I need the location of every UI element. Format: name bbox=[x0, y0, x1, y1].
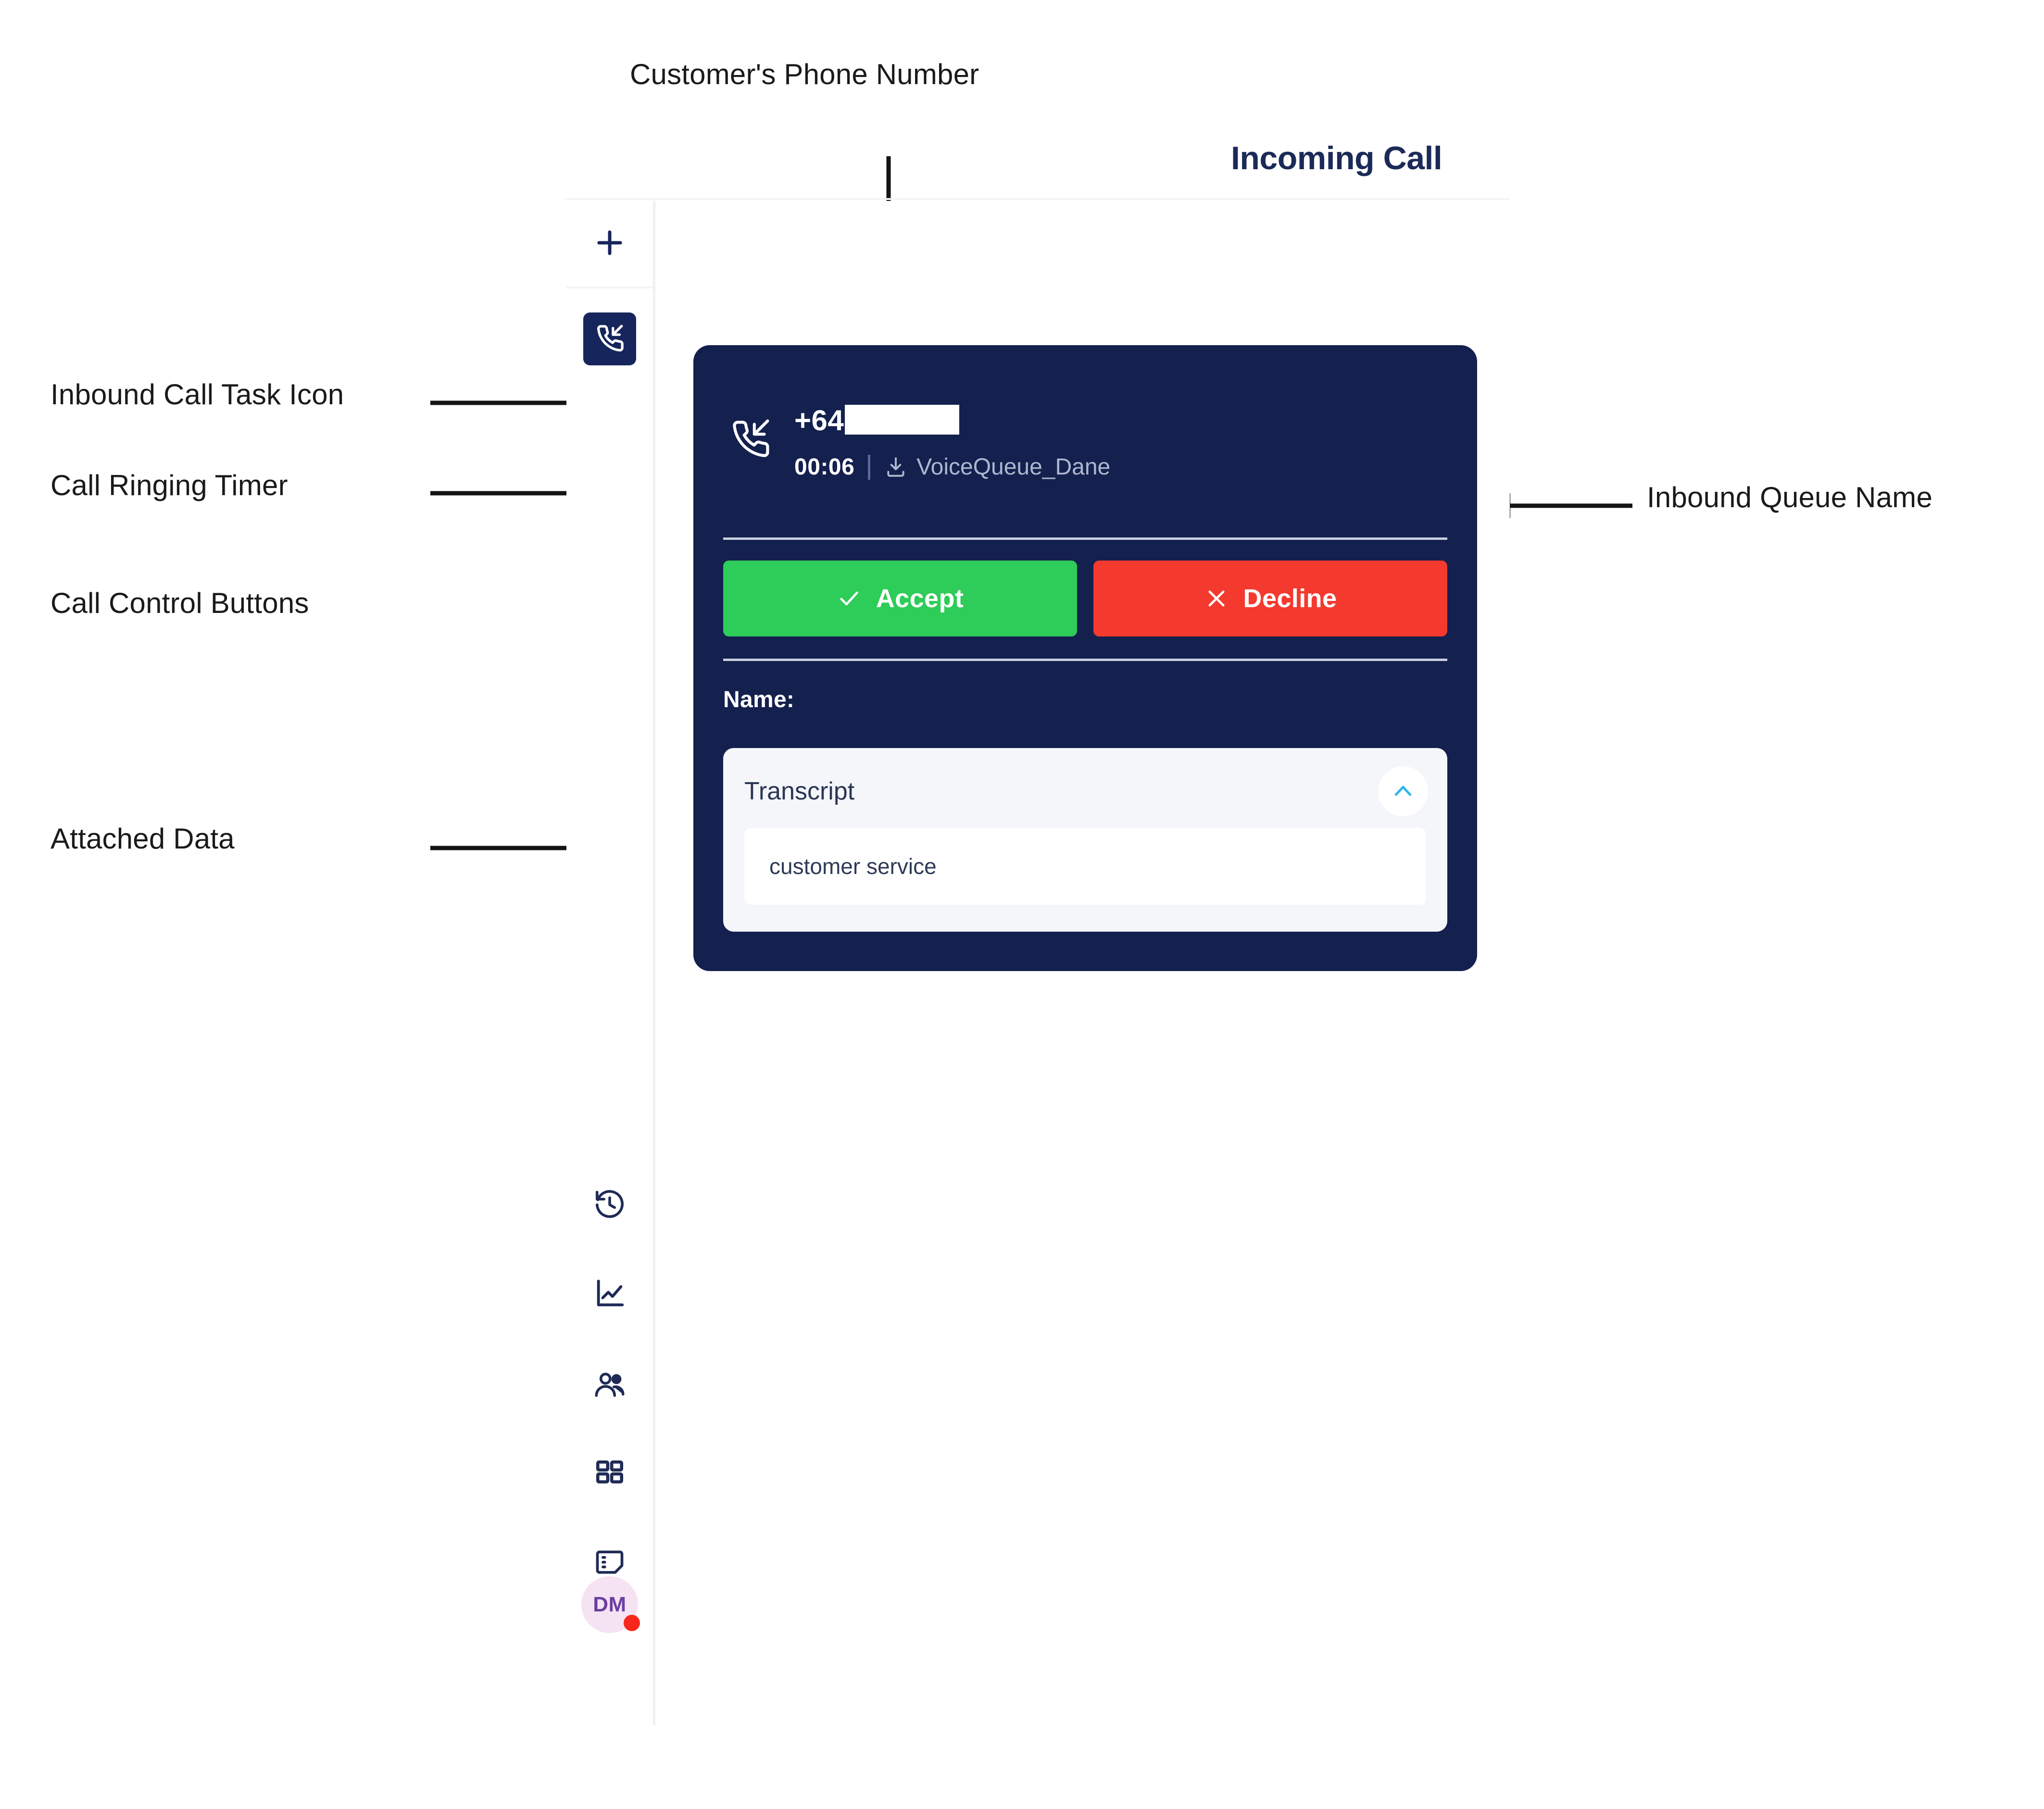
add-task-button[interactable] bbox=[566, 201, 653, 288]
status-badge bbox=[624, 1615, 640, 1631]
annotation-attached-data: Attached Data bbox=[50, 823, 235, 855]
annotation-call-ringing-timer: Call Ringing Timer bbox=[50, 469, 288, 501]
avatar-initials: DM bbox=[593, 1593, 627, 1616]
transcript-title: Transcript bbox=[744, 777, 855, 805]
accept-button-label: Accept bbox=[876, 584, 964, 613]
call-meta-row: 00:06 VoiceQueue_Dane bbox=[794, 454, 1110, 480]
inbound-call-icon bbox=[594, 322, 626, 356]
accept-button[interactable]: Accept bbox=[723, 561, 1077, 636]
attached-name-label: Name: bbox=[723, 687, 795, 712]
decline-button-label: Decline bbox=[1243, 584, 1337, 613]
annotation-arrow-left-queue-name bbox=[1488, 493, 1632, 518]
decline-button[interactable]: Decline bbox=[1093, 561, 1447, 636]
sidebar-item-history[interactable] bbox=[566, 1177, 653, 1235]
inbound-call-icon bbox=[728, 416, 772, 461]
sidebar-task-inbound-call[interactable] bbox=[566, 303, 653, 375]
card-divider-bottom bbox=[723, 659, 1447, 661]
phone-number-redaction bbox=[845, 404, 960, 435]
sidebar-item-analytics[interactable] bbox=[566, 1266, 653, 1323]
download-queue-icon bbox=[884, 455, 908, 479]
user-avatar-button[interactable]: DM bbox=[566, 1566, 653, 1643]
sidebar: DM bbox=[566, 201, 655, 1725]
page-title: Incoming Call bbox=[1231, 140, 1442, 176]
task-chip bbox=[583, 312, 636, 365]
sidebar-item-notes[interactable] bbox=[566, 1535, 653, 1593]
history-icon bbox=[593, 1188, 627, 1224]
apps-grid-icon bbox=[594, 1458, 626, 1492]
annotation-customers-phone-number: Customer's Phone Number bbox=[630, 58, 979, 90]
customer-phone-number: +64 bbox=[794, 404, 960, 437]
close-x-icon bbox=[1204, 586, 1229, 611]
check-icon bbox=[837, 586, 862, 611]
sidebar-item-apps[interactable] bbox=[566, 1446, 653, 1504]
transcript-value: customer service bbox=[769, 854, 937, 879]
inbound-queue-name: VoiceQueue_Dane bbox=[916, 454, 1111, 480]
transcript-value-row: customer service bbox=[744, 828, 1426, 905]
call-ringing-timer: 00:06 bbox=[794, 454, 855, 480]
meta-separator bbox=[868, 454, 871, 480]
analytics-chart-icon bbox=[593, 1277, 627, 1313]
notes-icon bbox=[593, 1547, 626, 1582]
card-divider-top bbox=[723, 537, 1447, 540]
attached-data-panel: Transcript customer service bbox=[723, 748, 1447, 932]
chevron-up-icon bbox=[1390, 778, 1416, 805]
phone-number-text: +64 bbox=[794, 404, 844, 437]
annotation-call-control-buttons: Call Control Buttons bbox=[50, 587, 309, 619]
sidebar-item-contacts[interactable] bbox=[566, 1357, 653, 1415]
header-divider bbox=[565, 198, 1510, 200]
avatar: DM bbox=[581, 1576, 640, 1633]
call-card-header: +64 00:06 VoiceQueue_Dane bbox=[723, 374, 1447, 494]
plus-icon bbox=[591, 225, 628, 263]
incoming-call-card: +64 00:06 VoiceQueue_Dane Ac bbox=[693, 345, 1477, 971]
transcript-header: Transcript bbox=[744, 766, 1428, 816]
contacts-people-icon bbox=[593, 1368, 627, 1404]
transcript-collapse-button[interactable] bbox=[1378, 766, 1428, 816]
annotation-inbound-queue-name: Inbound Queue Name bbox=[1647, 481, 1933, 513]
annotation-inbound-call-task-icon: Inbound Call Task Icon bbox=[50, 378, 344, 411]
call-control-buttons: Accept Decline bbox=[723, 561, 1447, 636]
